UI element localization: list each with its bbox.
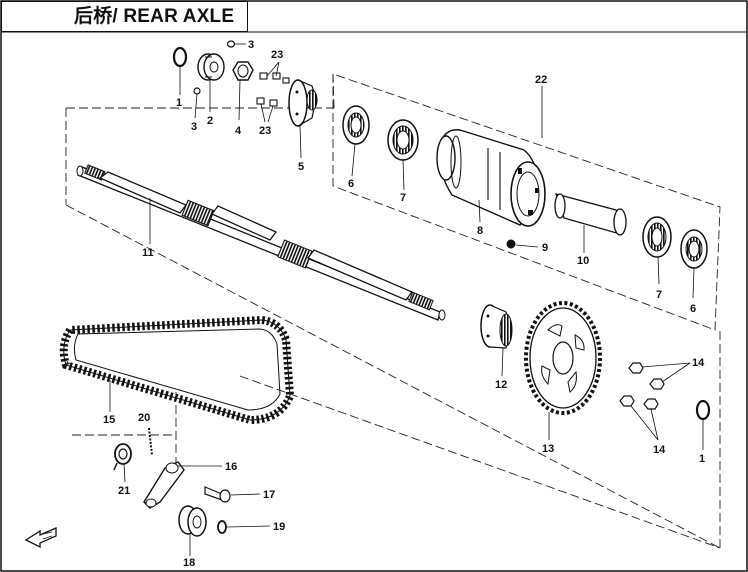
bearing-7-right bbox=[642, 216, 672, 285]
callout-23: 23 bbox=[271, 49, 283, 61]
front-direction-arrow-icon bbox=[24, 527, 57, 549]
cotter-pin-3 bbox=[193, 40, 246, 119]
callout-19: 19 bbox=[273, 521, 285, 533]
callout-21: 21 bbox=[118, 485, 130, 497]
callout-1-right: 1 bbox=[699, 453, 705, 465]
callout-15: 15 bbox=[103, 414, 115, 426]
callout-10: 10 bbox=[577, 255, 589, 267]
bearing-7 bbox=[387, 119, 419, 191]
callout-18: 18 bbox=[183, 557, 195, 569]
callout-20: 20 bbox=[138, 412, 150, 424]
callout-13: 13 bbox=[542, 443, 554, 455]
lower-dashed-lines bbox=[72, 375, 721, 549]
bearing-housing-8 bbox=[436, 129, 546, 227]
callout-17: 17 bbox=[263, 489, 275, 501]
callout-6-right: 6 bbox=[690, 303, 696, 315]
callout-2: 2 bbox=[207, 115, 213, 127]
washer-19 bbox=[217, 520, 271, 534]
callout-7: 7 bbox=[400, 192, 406, 204]
callout-9: 9 bbox=[542, 242, 548, 254]
callouts: 1 1 2 3 3 4 5 6 6 7 7 8 9 10 11 12 13 14… bbox=[103, 39, 705, 569]
oil-seal-6-right bbox=[680, 229, 708, 299]
hub-flange-5 bbox=[288, 79, 318, 159]
spring-clip-21 bbox=[113, 443, 132, 483]
callout-12: 12 bbox=[495, 379, 507, 391]
callout-3: 3 bbox=[248, 39, 254, 51]
callout-14-lower: 14 bbox=[653, 444, 666, 456]
pivot-bolt-17 bbox=[204, 486, 261, 503]
callout-1: 1 bbox=[176, 97, 182, 109]
drive-chain-15 bbox=[59, 315, 295, 425]
callout-3-lower: 3 bbox=[191, 121, 197, 133]
callout-7-right: 7 bbox=[656, 289, 662, 301]
callout-4: 4 bbox=[235, 125, 242, 137]
callout-6: 6 bbox=[348, 178, 354, 190]
callout-22: 22 bbox=[535, 74, 547, 86]
castle-nut-2 bbox=[197, 53, 225, 112]
tensioner-arm-16 bbox=[143, 461, 222, 509]
sprocket-13 bbox=[524, 301, 602, 440]
oil-seal-6 bbox=[342, 105, 370, 177]
spacer-tube-10 bbox=[554, 193, 627, 253]
bolts-14 bbox=[619, 362, 691, 441]
page-title: 后桥/ REAR AXLE bbox=[1, 1, 248, 32]
tensioner-roller-18 bbox=[178, 505, 207, 556]
callout-14: 14 bbox=[692, 357, 705, 369]
callout-23-lower: 23 bbox=[259, 125, 271, 137]
callout-16: 16 bbox=[225, 461, 237, 473]
callout-8: 8 bbox=[477, 225, 483, 237]
callout-11: 11 bbox=[142, 247, 154, 259]
sprocket-hub-12 bbox=[480, 304, 513, 377]
rear-axle-shaft-11 bbox=[76, 164, 446, 321]
bolts-23 bbox=[256, 61, 290, 123]
snap-ring-1 bbox=[172, 46, 188, 95]
callout-5: 5 bbox=[298, 161, 304, 173]
grease-nipple-9 bbox=[506, 239, 539, 249]
snap-ring-1-right bbox=[695, 399, 711, 450]
assembly-outline-22 bbox=[332, 73, 721, 331]
lock-nut-4 bbox=[232, 61, 254, 121]
spring-20 bbox=[148, 427, 153, 456]
